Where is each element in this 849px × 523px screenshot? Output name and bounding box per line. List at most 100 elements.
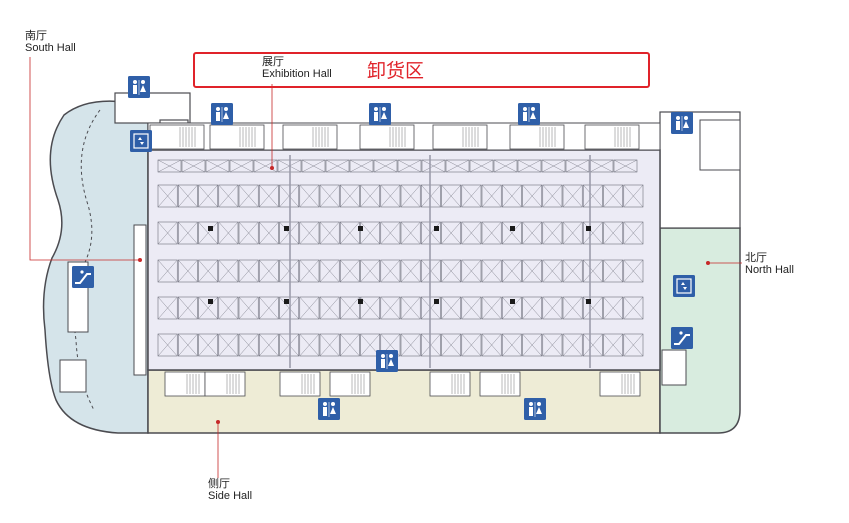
man-body [676, 121, 680, 130]
restroom-icon [128, 76, 150, 98]
booth-cross [380, 259, 401, 283]
booth [542, 259, 563, 283]
escalator-person [679, 331, 683, 335]
pillar [358, 226, 363, 231]
booth [420, 296, 441, 320]
booth [397, 159, 422, 173]
side-room [429, 371, 471, 397]
booth-cross [238, 184, 259, 208]
woman-body [530, 112, 536, 119]
booth-cross [259, 259, 279, 283]
pillar [284, 226, 289, 231]
man-head [523, 107, 527, 111]
booth [319, 221, 340, 245]
booth [542, 184, 563, 208]
booth [181, 159, 206, 173]
booth [603, 259, 624, 283]
booth-cross [218, 184, 239, 208]
booth-cross [299, 296, 320, 320]
booth-cross [198, 221, 218, 245]
booth-cross [360, 221, 380, 245]
booth-cross [441, 221, 461, 245]
pillar [586, 226, 591, 231]
booth [481, 333, 502, 357]
booth [380, 296, 401, 320]
woman-body [381, 112, 387, 119]
restroom-icon [671, 112, 693, 134]
booth-cross [218, 333, 239, 357]
booth-cross [178, 296, 198, 320]
man-body [323, 407, 327, 416]
booth [360, 259, 381, 283]
booth [349, 159, 374, 173]
booth [218, 259, 239, 283]
booth-cross [397, 159, 422, 173]
man-head [676, 116, 680, 120]
booth [229, 159, 254, 173]
woman-body [536, 407, 542, 414]
elevator-arrows [138, 137, 144, 145]
booth-cross [502, 296, 522, 320]
booth [420, 333, 441, 357]
loading-dock-rooms [149, 124, 640, 150]
booth-cross [259, 296, 279, 320]
booth [603, 296, 624, 320]
booth [582, 333, 603, 357]
booth-cross [583, 184, 603, 208]
pillar [358, 299, 363, 304]
booth-cross [205, 159, 230, 173]
booth [319, 259, 340, 283]
booth-cross [299, 259, 320, 283]
booth [360, 296, 381, 320]
booth-cross [565, 159, 590, 173]
booth [542, 221, 563, 245]
woman-head [684, 116, 688, 120]
side-room [164, 371, 206, 397]
woman-head [537, 402, 541, 406]
booth-cross [253, 159, 278, 173]
booth [380, 221, 401, 245]
booth-cross [603, 259, 623, 283]
exhibition-hall-label-zh: 展厅 [262, 56, 284, 68]
escalator-steps [674, 334, 690, 345]
booth [441, 296, 462, 320]
man-head [381, 354, 385, 358]
booth-cross [522, 333, 542, 357]
booth [177, 333, 198, 357]
booth [299, 221, 320, 245]
booth-cross [603, 184, 623, 208]
booth [198, 296, 219, 320]
man-head [374, 107, 378, 111]
booth-cross [542, 296, 563, 320]
booth [157, 296, 178, 320]
booth [258, 221, 279, 245]
booth [218, 333, 239, 357]
booth [562, 221, 583, 245]
booth [461, 221, 482, 245]
booth-cross [421, 259, 441, 283]
south-leader-dot [138, 258, 142, 262]
booth [400, 333, 421, 357]
pillar [510, 299, 515, 304]
booth [238, 184, 259, 208]
booth-cross [360, 259, 380, 283]
booth [420, 184, 441, 208]
booth-cross [603, 221, 623, 245]
booth-cross [340, 296, 360, 320]
booth-cross [373, 159, 398, 173]
booth [562, 184, 583, 208]
woman-head [141, 80, 145, 84]
man-body [381, 359, 385, 368]
side-room [279, 371, 321, 397]
pillar [208, 226, 213, 231]
booth-cross [380, 184, 401, 208]
booth [522, 184, 543, 208]
booth [279, 184, 300, 208]
side-hall-label-zh: 侧厅 [208, 478, 230, 490]
booth-cross [623, 184, 644, 208]
booth [420, 221, 441, 245]
booth [299, 184, 320, 208]
booth [441, 221, 462, 245]
booth-cross [400, 184, 421, 208]
booth [198, 259, 219, 283]
